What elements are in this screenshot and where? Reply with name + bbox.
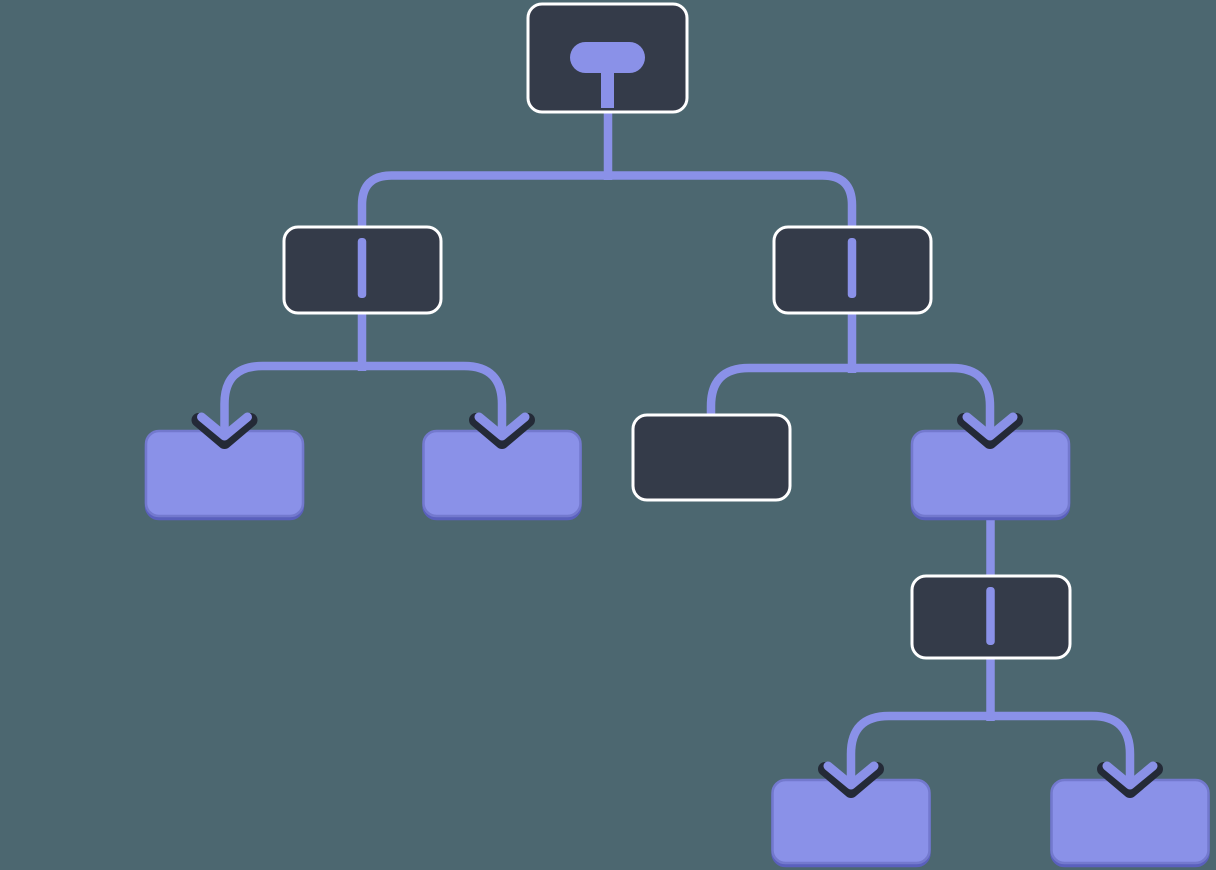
node-branch-right xyxy=(772,225,933,315)
nodes xyxy=(144,2,1210,865)
node-branch-bottom xyxy=(910,574,1072,660)
pass-through-line-icon xyxy=(847,238,857,298)
edge-branch-bottom-rail xyxy=(846,711,1135,782)
edge-root-rail xyxy=(357,171,857,230)
pass-through-line-icon xyxy=(357,238,367,298)
pass-through-line-icon xyxy=(986,587,995,645)
root-pill-icon xyxy=(570,42,645,108)
node-branch-left xyxy=(282,225,443,315)
node-root xyxy=(526,2,689,114)
edge-branch-left-rail xyxy=(220,361,507,432)
edge-branch-right-rail xyxy=(706,363,995,432)
node-empty-box xyxy=(631,413,792,502)
connectors xyxy=(220,108,1135,782)
